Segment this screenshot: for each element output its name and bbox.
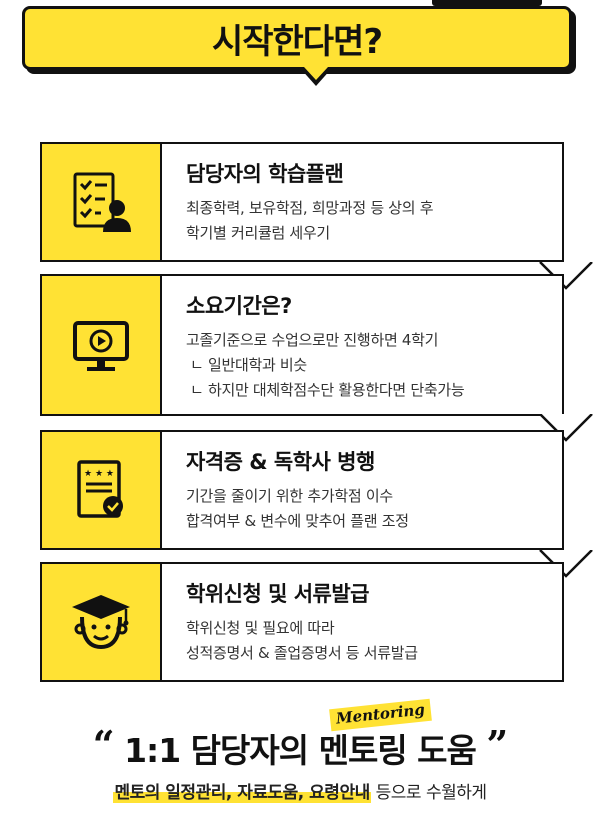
card-study-plan: 담당자의 학습플랜 최종학력, 보유학점, 희망과정 등 상의 후 학기별 커리… <box>40 142 564 262</box>
card-title: 학위신청 및 서류발급 <box>186 582 370 606</box>
svg-text:★ ★ ★: ★ ★ ★ <box>84 469 114 479</box>
checklist-person-icon <box>42 144 162 260</box>
bottom-title-text: 1:1 담당자의 멘토링 도움 <box>124 731 477 770</box>
card-title: 자격증 & 독학사 병행 <box>186 450 375 474</box>
card-certificate: ★ ★ ★ 자격증 & 독학사 병행 기간을 줄이기 위한 추가학점 이수 합격… <box>40 430 564 550</box>
chevron-down-icon <box>539 414 593 442</box>
certificate-icon: ★ ★ ★ <box>42 432 162 548</box>
highlight-text: 멘토의 일정관리, 자료도움, 요령안내 <box>113 783 371 803</box>
card-title: 담당자의 학습플랜 <box>186 162 344 186</box>
card-line: ㄴ 일반대학과 비슷 <box>190 356 307 374</box>
card-line: 학위신청 및 필요에 따라 <box>186 619 335 637</box>
card-line: 합격여부 & 변수에 맞추어 플랜 조정 <box>186 512 409 530</box>
bubble-tail-fill <box>304 67 328 80</box>
bottom-title: “ 1:1 담당자의 멘토링 도움 ” <box>0 722 600 772</box>
card-line: 기간을 줄이기 위한 추가학점 이수 <box>186 487 393 505</box>
card-degree: 학위신청 및 서류발급 학위신청 및 필요에 따라 성적증명서 & 졸업증명서 … <box>40 562 564 682</box>
video-monitor-icon <box>42 276 162 414</box>
card-line: 학기별 커리큘럼 세우기 <box>186 224 330 242</box>
close-quote: ” <box>486 722 508 767</box>
card-line: 성적증명서 & 졸업증명서 등 서류발급 <box>186 644 418 662</box>
graduate-icon <box>42 564 162 680</box>
bottom-subtitle: 멘토의 일정관리, 자료도움, 요령안내 등으로 수월하게 <box>0 778 600 803</box>
card-duration: 소요기간은? 고졸기준으로 수업으로만 진행하면 4학기 ㄴ 일반대학과 비슷 … <box>40 274 564 416</box>
header-bubble: 시작한다면? <box>22 6 578 86</box>
top-decoration <box>432 0 542 6</box>
chevron-down-icon <box>539 550 593 578</box>
open-quote: “ <box>92 722 115 767</box>
chevron-down-icon <box>539 262 593 290</box>
card-line: ㄴ 하지만 대체학점수단 활용한다면 단축가능 <box>190 381 465 399</box>
subtitle-rest: 등으로 수월하게 <box>370 783 487 803</box>
card-line: 고졸기준으로 수업으로만 진행하면 4학기 <box>186 331 439 349</box>
card-title: 소요기간은? <box>186 294 292 318</box>
bubble-box: 시작한다면? <box>22 6 572 70</box>
card-line: 최종학력, 보유학점, 희망과정 등 상의 후 <box>186 199 434 217</box>
page-title: 시작한다면? <box>211 21 383 62</box>
